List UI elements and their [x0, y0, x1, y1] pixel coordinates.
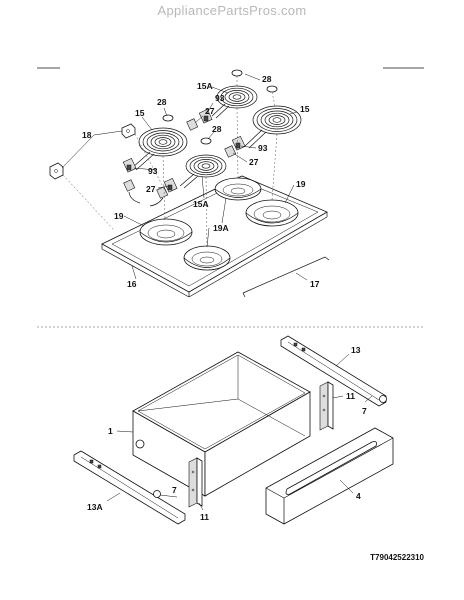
- callout-15-right: 15: [300, 104, 310, 114]
- drip-pan-right: [245, 199, 299, 227]
- callout-13-slide-right: 13: [351, 345, 361, 355]
- drawer-side-bracket-right: [319, 381, 334, 431]
- callout-13a-slide-left: 13A: [87, 502, 103, 512]
- top-brackets: [49, 123, 136, 180]
- callout-17-rod: 17: [310, 279, 320, 289]
- callout-28-left-cap: 28: [157, 97, 167, 107]
- drawer-slide-right: [280, 335, 387, 407]
- callout-28-rear-cap: 28: [262, 74, 272, 84]
- callout-27-left: 27: [146, 184, 156, 194]
- drip-pan-left: [139, 218, 193, 246]
- callout-1-drawer: 1: [108, 426, 113, 436]
- callout-28-front-cap: 28: [212, 124, 222, 134]
- callout-15-left: 15: [135, 108, 145, 118]
- element-support-caps: [162, 69, 278, 145]
- surface-element-right: [244, 105, 302, 149]
- callout-11-bracket-left: 11: [200, 512, 209, 522]
- callout-93-right: 93: [258, 143, 268, 153]
- drawer-body: [132, 351, 311, 497]
- cooktop-leaders: [61, 73, 308, 281]
- diagram-code: T79042522310: [370, 553, 424, 562]
- rear-rod: [242, 256, 330, 298]
- watermark-text: AppliancePartsPros.com: [157, 3, 307, 18]
- guide-lines: [62, 76, 278, 247]
- callout-4-front: 4: [356, 491, 361, 501]
- drip-pan-front: [183, 245, 231, 271]
- callout-7-right: 7: [362, 406, 367, 416]
- callout-19-left-pan: 19: [114, 211, 124, 221]
- callout-7-left: 7: [172, 485, 177, 495]
- callout-27-rear: 27: [205, 106, 215, 116]
- callout-15a-front: 15A: [193, 199, 209, 209]
- callout-11-bracket-right: 11: [346, 391, 355, 401]
- callout-18-bracket: 18: [82, 130, 92, 140]
- callout-19a-front-pan: 19A: [213, 223, 229, 233]
- callout-16-top: 16: [127, 279, 137, 289]
- callout-15a-rear: 15A: [197, 81, 213, 91]
- surface-element-left: [131, 127, 188, 171]
- drawer-leaders: [106, 353, 373, 511]
- callout-93-left: 93: [148, 166, 158, 176]
- callout-27-right: 27: [249, 157, 259, 167]
- callout-19-right-pan: 19: [296, 179, 306, 189]
- callout-93-rear: 93: [215, 93, 225, 103]
- drip-pan-rear: [214, 177, 262, 201]
- drawer-slide-left: [73, 450, 186, 525]
- drawer-front-panel: [265, 427, 394, 525]
- drawer-side-bracket-left: [188, 457, 203, 508]
